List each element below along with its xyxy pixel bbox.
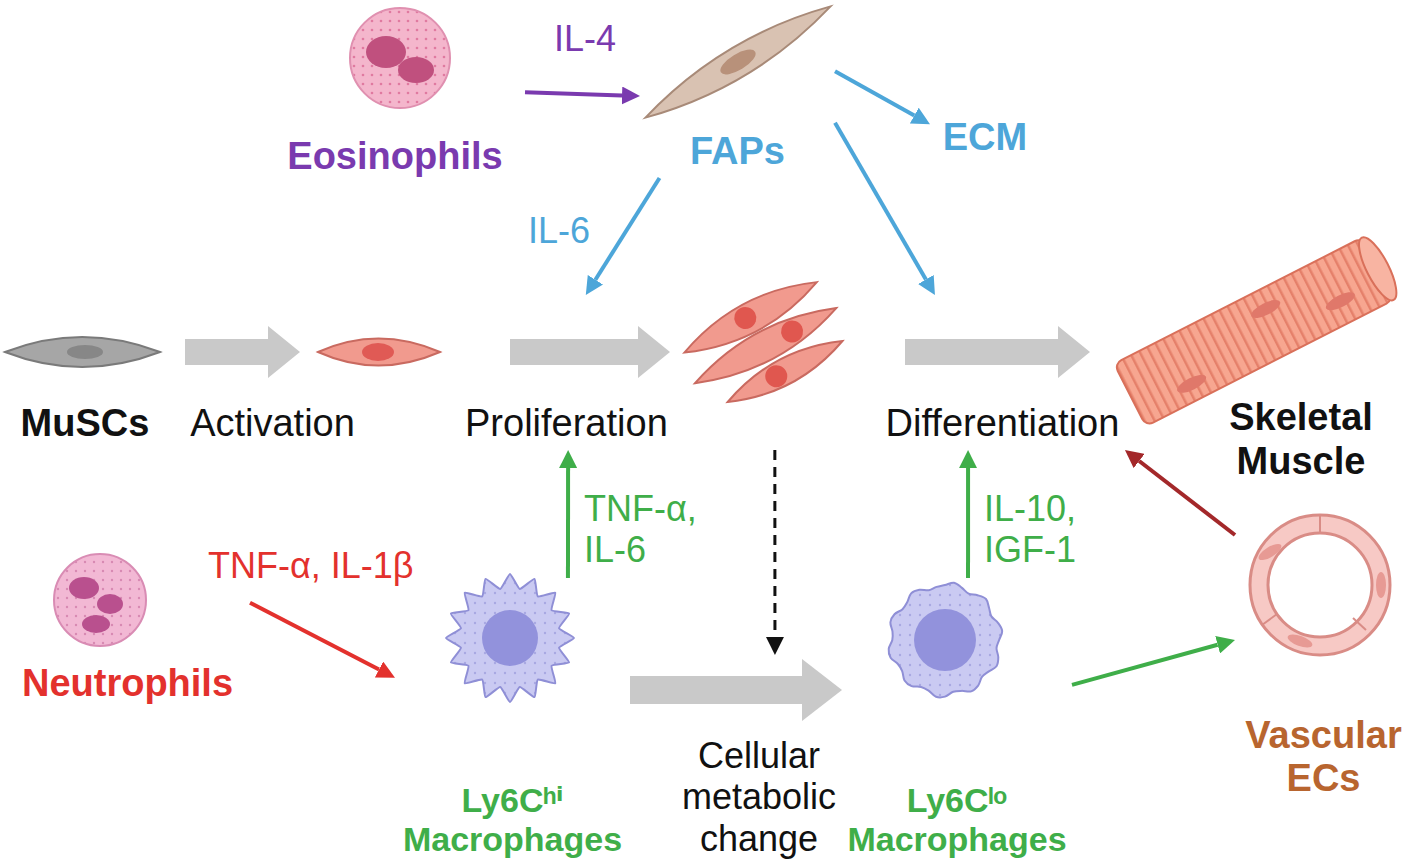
process-arrow [905, 326, 1090, 378]
neutrophil-nucleus [69, 577, 99, 599]
cell-label: FAPs [640, 0, 835, 178]
cell-label: Vascular ECs [1235, 505, 1412, 805]
fiber-nucleus [1175, 371, 1209, 396]
node-text: Vascular ECs [1237, 714, 1410, 801]
fiber-nucleus [1323, 289, 1357, 314]
musc-cell [5, 337, 160, 367]
product-label: ECM [930, 112, 1040, 168]
ly6chi-macrophage [446, 574, 574, 702]
process-arrow [185, 326, 300, 378]
eosinophil-nucleus [398, 57, 434, 83]
ly6clo-macrophage [889, 583, 1003, 698]
node-text: FAPs [642, 130, 833, 174]
fiber-nucleus [1249, 296, 1283, 321]
node-text: Skeletal Muscle [1197, 396, 1405, 483]
signal-label: IL-10, IGF-1 [982, 488, 1098, 571]
signal-label: TNF-α, IL-6 [582, 488, 711, 571]
signal-label: IL-4 [552, 18, 646, 59]
fap-nucleus [717, 45, 760, 79]
node-text: Activation [182, 402, 363, 446]
ec-nucleus [1286, 632, 1314, 650]
eosinophil-nucleus [366, 36, 406, 68]
fiber-end [1352, 233, 1403, 305]
fap-cell [638, 0, 839, 130]
cell-label: Ly6Cʰⁱ Macrophages [395, 578, 630, 863]
arrow [595, 178, 659, 280]
cell-label: MuSCs [5, 318, 165, 450]
arrow [630, 676, 802, 704]
process-label: Cellular metabolic change [680, 655, 838, 863]
node-text: ECM [932, 116, 1038, 160]
node-text: Proliferation [465, 402, 798, 446]
activated-cell [318, 339, 440, 366]
eosinophil-cell [350, 8, 450, 108]
node-text: Neutrophils [7, 662, 248, 706]
neutrophil-cell [54, 554, 146, 646]
signal-label: IL-6 [526, 210, 602, 251]
myoblast-nucleus [761, 361, 791, 391]
macrophage-body [446, 574, 574, 702]
process-arrow [510, 326, 670, 378]
macrophage-nucleus [914, 609, 976, 671]
arrow [250, 603, 379, 670]
arrow [525, 92, 622, 95]
arrow [1139, 461, 1235, 535]
musc-nucleus [67, 345, 103, 359]
activated-nucleus [362, 343, 394, 361]
arrow [966, 468, 970, 578]
dashed-arrow [773, 450, 776, 637]
node-text: Cellular metabolic change [682, 735, 836, 859]
arrow [1072, 645, 1218, 685]
node-text: Eosinophils [267, 135, 523, 179]
neutrophil-nucleus [82, 615, 110, 633]
myoblast [722, 330, 849, 414]
cell-junction [1353, 618, 1366, 630]
signal-label: TNF-α, IL-1β [206, 545, 472, 586]
arrow [835, 71, 914, 115]
myoblast-nucleus [777, 317, 807, 347]
proliferating-cells [673, 267, 857, 423]
myoblast-nucleus [730, 303, 760, 333]
neutrophil-nucleus [97, 594, 123, 614]
node-text: MuSCs [7, 402, 163, 446]
cell-junction [1319, 515, 1321, 533]
stage-label: Proliferation [460, 295, 800, 450]
cell-label: Ly6Cˡᵒ Macrophages [842, 578, 1072, 863]
macrophage-nucleus [482, 610, 538, 666]
node-text: Ly6Cˡᵒ Macrophages [844, 781, 1070, 859]
tissue-label: Skeletal Muscle [1195, 392, 1407, 487]
cell-junction [1262, 614, 1277, 625]
stage-label: Activation [180, 400, 365, 452]
node-text: Differentiation [872, 402, 1133, 446]
stage-label: Differentiation [870, 295, 1135, 450]
arrow [566, 468, 570, 578]
fap-body [638, 0, 839, 130]
cell-label: Eosinophils [265, 5, 525, 183]
ec-nucleus [1376, 572, 1386, 598]
ec-nucleus [1256, 541, 1283, 563]
node-text: Ly6Cʰⁱ Macrophages [397, 781, 628, 859]
macrophage-body [889, 583, 1003, 698]
vessel-ring [1250, 515, 1390, 655]
arrow [835, 123, 926, 280]
